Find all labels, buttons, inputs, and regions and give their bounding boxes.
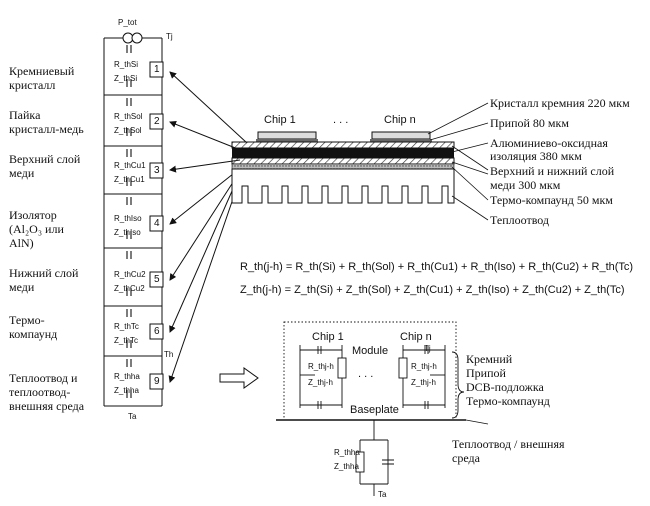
layer-label-ceramic-1: Алюминиево-оксидная [490, 136, 608, 150]
stage-3-z: Z_thCu1 [114, 175, 145, 184]
stage-3-r: R_thCu1 [114, 161, 146, 170]
module-z-left: Z_thj-h [308, 378, 333, 387]
layer-label-copper-2: меди 300 мкм [490, 178, 561, 192]
stage-3-num: 3 [154, 165, 160, 176]
module-z-right: Z_thj-h [411, 378, 436, 387]
module-equivalent-circuit [276, 321, 489, 496]
module-label-heatsink-ambient: Теплоотвод / внешняя среда [452, 437, 565, 465]
layer-label-heatsink: Теплоотвод [490, 213, 550, 227]
r-equation: R_th(j-h) = R_th(Si) + R_th(Sol) + R_th(… [240, 261, 634, 273]
label-insulator: Изолятор (Al₂O₃ или AlN) [9, 208, 64, 250]
cross-dots: . . . [333, 114, 349, 126]
ext-r-label: R_thha [334, 448, 360, 457]
stage-2-z: Z_thSol [114, 126, 142, 135]
module-label: Module [352, 345, 389, 357]
stage-9-r: R_thha [114, 372, 140, 381]
stage-1-z: Z_thSi [114, 74, 138, 83]
tj-label: Tj [166, 32, 173, 41]
stage-4-z: Z_thIso [114, 228, 141, 237]
th-label: Th [164, 350, 174, 359]
stage-5-r: R_thCu2 [114, 270, 146, 279]
module-label-solder: Припой [466, 366, 506, 380]
label-silicon-crystal: Кремниевый кристалл [9, 64, 75, 92]
stage-5-z: Z_thCu2 [114, 284, 145, 293]
module-r-right: R_thj-h [411, 362, 437, 371]
stage-2-num: 2 [154, 116, 160, 127]
module-label-silicon: Кремний [466, 352, 513, 366]
ext-ta-label: Ta [378, 490, 387, 499]
stage-1-r: R_thSi [114, 60, 139, 69]
stage-6-r: R_thTc [114, 322, 139, 331]
transform-arrow [219, 367, 259, 389]
label-upper-copper: Верхний слой меди [9, 152, 81, 180]
module-dots: . . . [358, 368, 374, 380]
module-label-compound: Термо-компаунд [466, 394, 550, 408]
chip-1-label: Chip 1 [264, 114, 296, 126]
label-heatsink: Теплоотвод и теплоотвод- внешняя среда [9, 371, 85, 413]
chip-n-label: Chip n [384, 114, 416, 126]
stage-4-r: R_thIso [114, 214, 142, 223]
layer-label-compound: Термо-компаунд 50 мкм [490, 193, 613, 207]
layer-label-silicon: Кристалл кремния 220 мкм [490, 96, 630, 110]
thermal-ladder-network [103, 32, 164, 407]
stage-6-z: Z_thTc [114, 336, 139, 345]
label-solder: Пайка кристалл-медь [9, 108, 84, 136]
module-tj-label: Tj [424, 344, 431, 353]
z-equation: Z_th(j-h) = Z_th(Si) + Z_th(Sol) + Z_th(… [240, 284, 625, 296]
module-label-dcb: DCB-подложка [466, 380, 544, 394]
layer-pointer-arrows [168, 71, 248, 383]
stage-4-num: 4 [154, 218, 160, 229]
stage-1-num: 1 [154, 64, 160, 75]
ta-label: Ta [128, 412, 137, 421]
stage-5-num: 5 [154, 274, 160, 285]
layer-label-solder: Припой 80 мкм [490, 116, 569, 130]
stage-9-num: 9 [154, 376, 160, 387]
stage-2-r: R_thSol [114, 112, 143, 121]
ptot-label: P_tot [118, 18, 137, 27]
label-lower-copper: Нижний слой меди [9, 266, 79, 294]
stage-9-z: Z_thha [114, 386, 139, 395]
ext-z-label: Z_thha [334, 462, 359, 471]
layer-leader-lines [427, 102, 489, 221]
module-r-left: R_thj-h [308, 362, 334, 371]
stage-6-num: 6 [154, 326, 160, 337]
module-chip-1-label: Chip 1 [312, 331, 344, 343]
layer-label-ceramic-2: изоляция 380 мкм [490, 149, 582, 163]
baseplate-label: Baseplate [350, 404, 399, 416]
module-cross-section [231, 131, 455, 204]
label-thermo-compound: Термо- компаунд [9, 313, 58, 341]
module-chip-n-label: Chip n [400, 331, 432, 343]
layer-label-copper-1: Верхний и нижний слой [490, 164, 615, 178]
